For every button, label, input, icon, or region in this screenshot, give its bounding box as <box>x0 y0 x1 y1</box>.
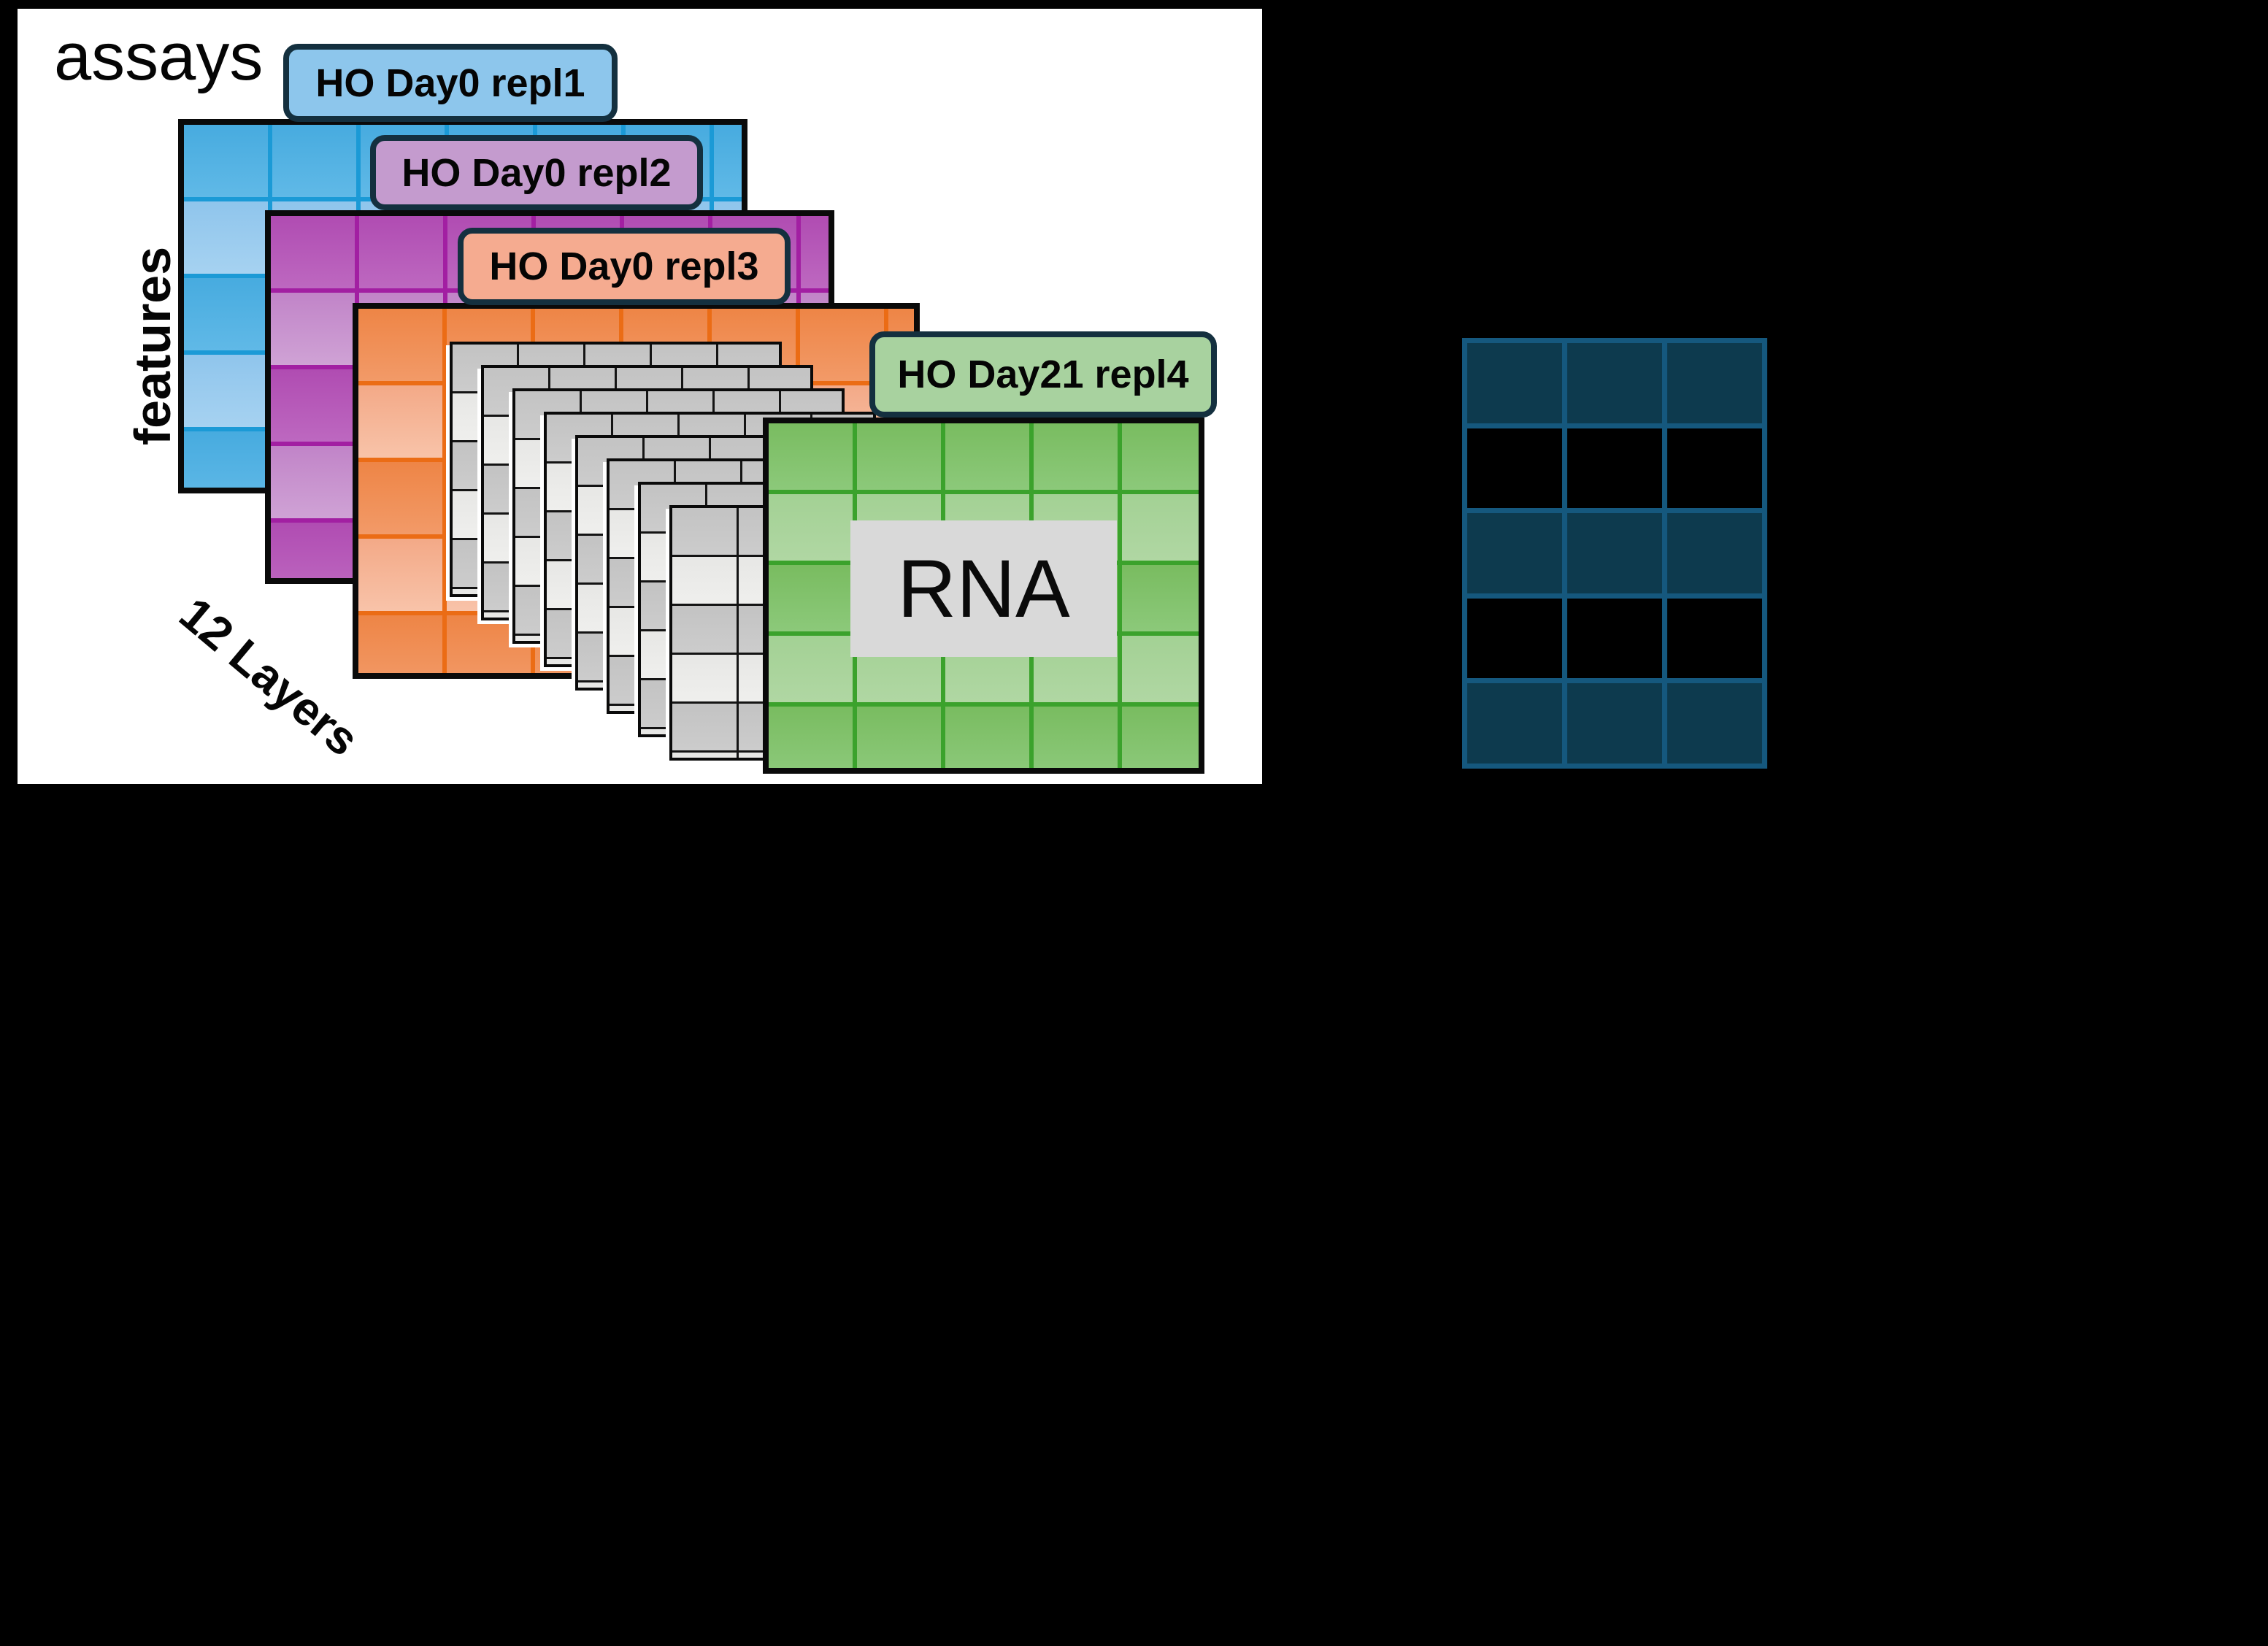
rna-overlay-label: RNA <box>850 520 1117 657</box>
assay-tab-ho-day0-repl1: HO Day0 repl1 <box>283 44 618 122</box>
grid-cell <box>1567 513 1662 593</box>
features-axis-label: features <box>124 246 181 446</box>
grid-cell <box>1567 343 1662 423</box>
grid-cell <box>1667 598 1762 679</box>
grid-cell <box>1667 428 1762 509</box>
grid-cell <box>1467 428 1562 509</box>
grid-cell <box>1467 343 1562 423</box>
assay-tab-ho-day21-repl4: HO Day21 repl4 <box>869 331 1217 418</box>
assay-tab-ho-day0-repl3: HO Day0 repl3 <box>458 228 791 305</box>
grid-cell <box>1567 683 1662 764</box>
grid-cell <box>1467 683 1562 764</box>
grid-cell <box>1467 598 1562 679</box>
samples-grid <box>1462 338 1767 769</box>
layers-count-label: 12 Layers <box>169 587 369 766</box>
assay-tab-ho-day0-repl2: HO Day0 repl2 <box>370 135 703 210</box>
grid-cell <box>1667 343 1762 423</box>
grid-cell <box>1467 513 1562 593</box>
assays-title: assays <box>54 20 264 94</box>
grid-cell <box>1667 513 1762 593</box>
grid-cell <box>1567 428 1662 509</box>
grid-cell <box>1667 683 1762 764</box>
grid-cell <box>1567 598 1662 679</box>
assay-matrix-ho-day21-repl4 <box>763 418 1204 774</box>
